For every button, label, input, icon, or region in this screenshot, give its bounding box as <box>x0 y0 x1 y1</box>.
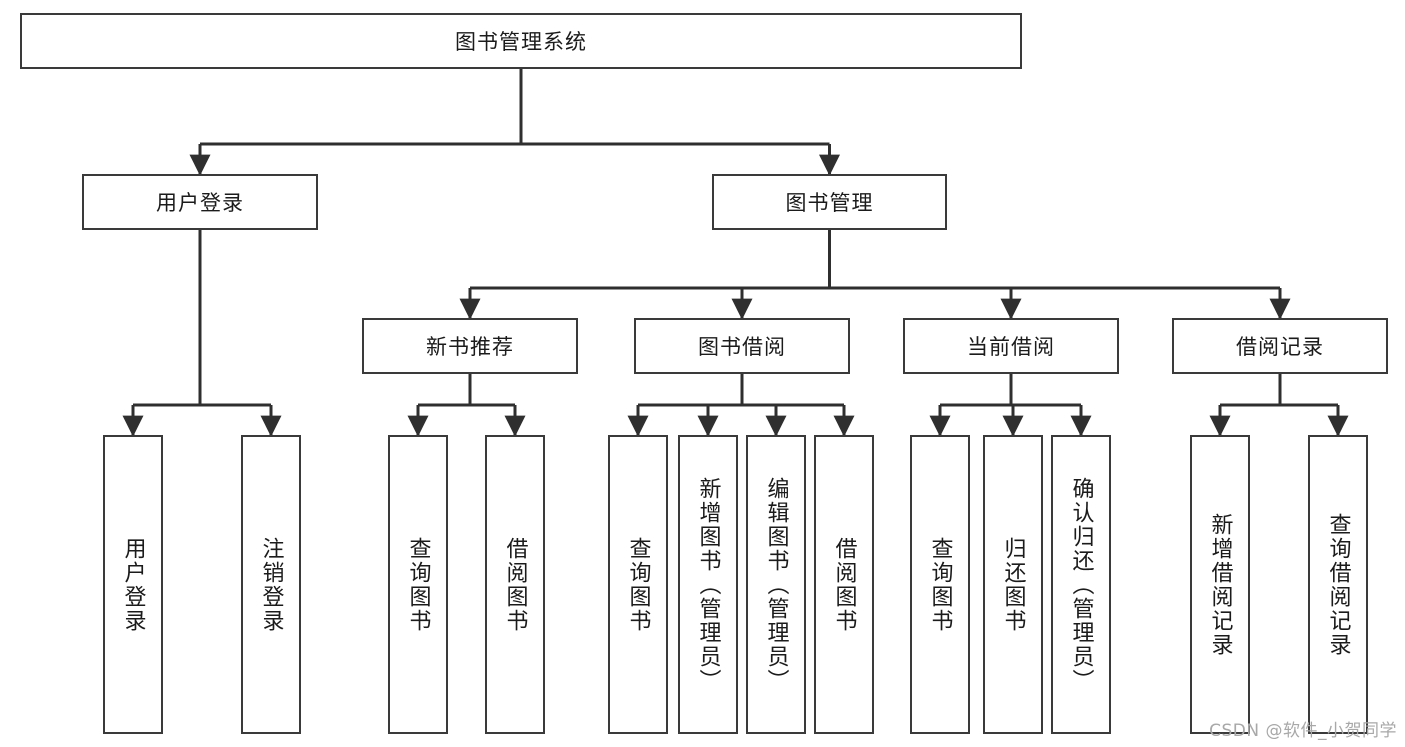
node-label-book-borrow: 图书借阅 <box>698 335 786 359</box>
node-new-book-recommend[interactable]: 新书推荐 <box>362 318 578 374</box>
node-label-current-borrow: 当前借阅 <box>967 335 1055 359</box>
node-leaf-add-borrow-record[interactable]: 新增借阅记录 <box>1190 435 1250 734</box>
node-label-leaf-edit-book-admin: 编辑图书（管理员） <box>763 476 789 693</box>
node-label-leaf-query-borrow-record: 查询借阅记录 <box>1325 512 1351 657</box>
node-book-management[interactable]: 图书管理 <box>712 174 947 230</box>
node-leaf-borrow-book-recommend[interactable]: 借阅图书 <box>485 435 545 734</box>
node-borrow-record[interactable]: 借阅记录 <box>1172 318 1388 374</box>
node-label-leaf-add-book-admin: 新增图书（管理员） <box>695 476 721 693</box>
node-current-borrow[interactable]: 当前借阅 <box>903 318 1119 374</box>
node-book-borrow[interactable]: 图书借阅 <box>634 318 850 374</box>
node-leaf-query-borrow-record[interactable]: 查询借阅记录 <box>1308 435 1368 734</box>
node-label-leaf-borrow-book: 借阅图书 <box>831 536 857 633</box>
node-leaf-user-login[interactable]: 用户登录 <box>103 435 163 734</box>
node-label-leaf-query-book-borrow: 查询图书 <box>625 536 651 633</box>
node-label-user-login: 用户登录 <box>156 191 244 215</box>
node-leaf-edit-book-admin[interactable]: 编辑图书（管理员） <box>746 435 806 734</box>
node-label-new-book-recommend: 新书推荐 <box>426 335 514 359</box>
node-label-book-management: 图书管理 <box>785 191 874 215</box>
node-leaf-query-book-borrow[interactable]: 查询图书 <box>608 435 668 734</box>
node-label-leaf-query-book-recommend: 查询图书 <box>405 536 431 633</box>
node-user-login[interactable]: 用户登录 <box>82 174 318 230</box>
node-leaf-confirm-return-admin[interactable]: 确认归还（管理员） <box>1051 435 1111 734</box>
node-root[interactable]: 图书管理系统 <box>20 13 1022 69</box>
node-label-leaf-confirm-return-admin: 确认归还（管理员） <box>1068 476 1094 693</box>
node-label-root: 图书管理系统 <box>455 30 587 54</box>
node-leaf-query-book-current[interactable]: 查询图书 <box>910 435 970 734</box>
node-leaf-query-book-recommend[interactable]: 查询图书 <box>388 435 448 734</box>
node-label-leaf-user-logout: 注销登录 <box>258 536 284 633</box>
node-leaf-borrow-book[interactable]: 借阅图书 <box>814 435 874 734</box>
node-label-leaf-query-book-current: 查询图书 <box>927 536 953 633</box>
node-leaf-user-logout[interactable]: 注销登录 <box>241 435 301 734</box>
node-label-leaf-return-book: 归还图书 <box>1000 536 1026 633</box>
node-label-leaf-user-login: 用户登录 <box>120 536 146 633</box>
node-label-borrow-record: 借阅记录 <box>1236 335 1324 359</box>
node-leaf-return-book[interactable]: 归还图书 <box>983 435 1043 734</box>
node-label-leaf-add-borrow-record: 新增借阅记录 <box>1207 512 1233 657</box>
node-leaf-add-book-admin[interactable]: 新增图书（管理员） <box>678 435 738 734</box>
node-label-leaf-borrow-book-recommend: 借阅图书 <box>502 536 528 633</box>
